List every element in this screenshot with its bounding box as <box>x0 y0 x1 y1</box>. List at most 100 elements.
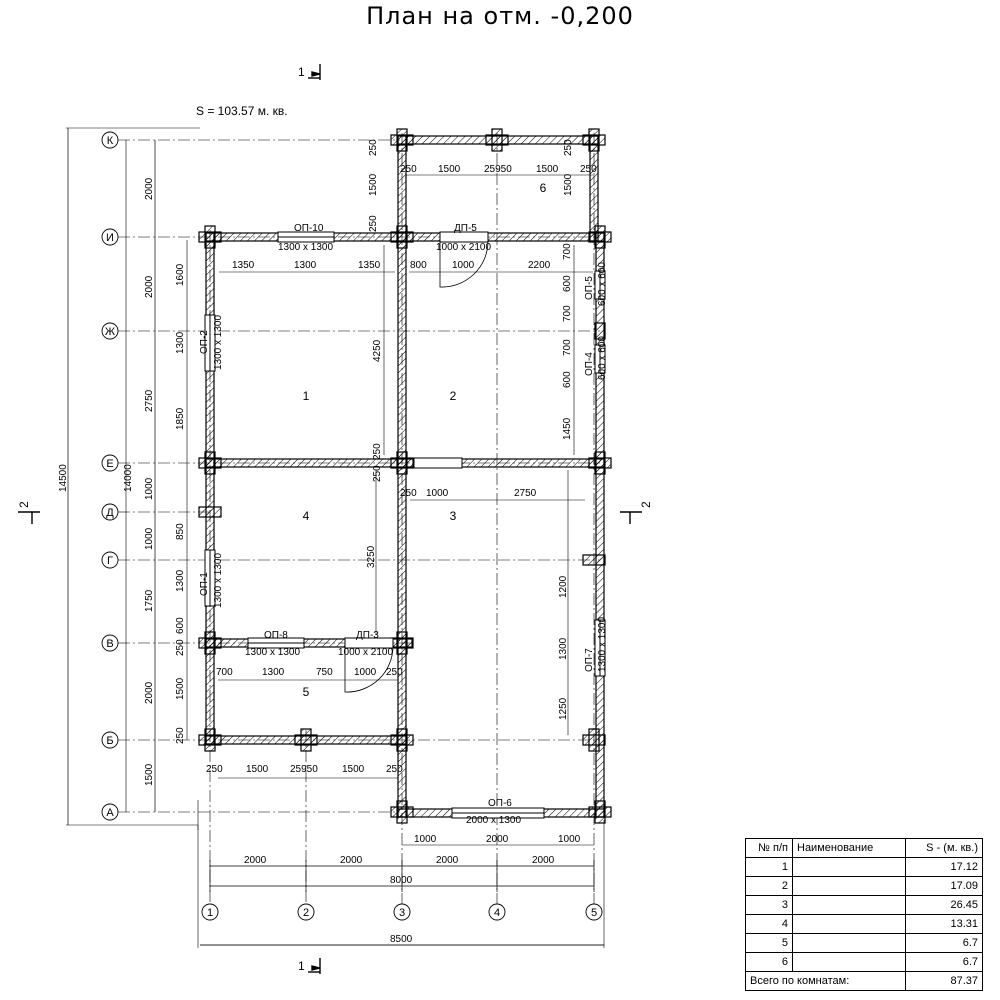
axis-label-i: И <box>106 232 114 244</box>
dim-left-d-g: 1000 <box>144 527 155 550</box>
dim-rm6-250b: 250 <box>580 164 597 175</box>
axis-label-3: 3 <box>399 907 405 919</box>
dim-r2-600a: 600 <box>562 275 573 292</box>
table-cell-name <box>792 857 906 877</box>
dim-left-g-v: 1750 <box>144 589 155 612</box>
table-cell-name <box>792 933 906 953</box>
room-number-1: 1 <box>303 389 310 403</box>
table-cell-num: 5 <box>745 933 793 953</box>
dim-r4-3250: 3250 <box>366 545 377 568</box>
dim-b-1500a: 1500 <box>246 764 269 775</box>
dim-r2-1450: 1450 <box>562 417 573 440</box>
table-cell-num: 2 <box>745 876 793 896</box>
table-row: 2 17.09 <box>745 876 983 896</box>
dim-mid-250b: 250 <box>372 465 383 482</box>
table-total-row: Всего по комнатам: 87.37 <box>745 971 983 991</box>
opening-dp3-size: 1000 x 2100 <box>338 647 393 658</box>
dim-r5-250: 250 <box>386 667 403 678</box>
dim-r2-700c: 700 <box>562 339 573 356</box>
dim-w1500a: 1500 <box>175 677 186 700</box>
dim-top-1500: 1500 <box>368 173 379 196</box>
dim-w1300b: 1300 <box>175 569 186 592</box>
dim-r5-1300: 1300 <box>262 667 285 678</box>
dim-op6-2000: 2000 <box>486 834 509 845</box>
dim-w1850: 1850 <box>175 407 186 430</box>
axis-label-e: Е <box>106 458 113 470</box>
dim-r5-750: 750 <box>316 667 333 678</box>
dim-bot-2000d: 2000 <box>532 855 555 866</box>
dim-r1-4250: 4250 <box>372 339 383 362</box>
dim-bot-8000: 8000 <box>390 875 413 886</box>
opening-op7-label: ОП-7 <box>584 648 595 672</box>
section-marks <box>18 64 642 974</box>
dim-r1-1350b: 1350 <box>358 260 381 271</box>
table-cell-area: 13.31 <box>905 914 983 934</box>
table-row: 5 6.7 <box>745 933 983 953</box>
opening-op7-size: 1300 x 1300 <box>597 617 608 672</box>
dim-bot-2000c: 2000 <box>436 855 459 866</box>
section-2-left-label: 2 <box>17 501 31 508</box>
posts <box>198 128 612 824</box>
opening-op5-size: 600 x 600 <box>597 262 608 306</box>
room-number-4: 4 <box>303 509 310 523</box>
dim-r3-2750: 2750 <box>514 488 537 499</box>
axis-label-b: Б <box>106 735 113 747</box>
opening-dp5-size: 1000 x 2100 <box>436 242 491 253</box>
dim-left-i-zh: 2000 <box>144 275 155 298</box>
section-1-bottom-label: 1 <box>298 959 305 973</box>
opening-op6-label: ОП-6 <box>488 798 512 809</box>
dim-r3-1000: 1000 <box>426 488 449 499</box>
dim-rm6-1500a: 1500 <box>438 164 461 175</box>
opening-op2-size: 1300 x 1300 <box>213 315 224 370</box>
table-header-area: S - (м. кв.) <box>905 838 983 858</box>
dim-rm6-250a: 250 <box>400 164 417 175</box>
drawing-title: План на отм. -0,200 <box>366 2 634 30</box>
dim-r2-800: 800 <box>410 260 427 271</box>
table-row: 3 26.45 <box>745 895 983 915</box>
dim-op6-1000b: 1000 <box>558 834 581 845</box>
table-cell-area: 17.09 <box>905 876 983 896</box>
axis-label-k: К <box>107 135 114 147</box>
table-row: 4 13.31 <box>745 914 983 934</box>
opening-op10-size: 1300 x 1300 <box>278 242 333 253</box>
table-cell-area: 17.12 <box>905 857 983 877</box>
dim-r3-1200: 1200 <box>558 575 569 598</box>
table-total-label: Всего по комнатам: <box>745 971 906 991</box>
openings <box>204 231 606 819</box>
table-cell-name <box>792 876 906 896</box>
dim-mid-250a: 250 <box>372 443 383 460</box>
table-cell-name <box>792 914 906 934</box>
axis-label-5: 5 <box>591 907 597 919</box>
table-cell-area: 6.7 <box>905 933 983 953</box>
dim-r2-1000: 1000 <box>452 260 475 271</box>
dim-w1300a: 1300 <box>175 331 186 354</box>
dim-r6-1500: 1500 <box>563 173 574 196</box>
dim-bot-8500: 8500 <box>390 934 413 945</box>
table-cell-name <box>792 895 906 915</box>
opening-op8-size: 1300 x 1300 <box>245 647 300 658</box>
row-axis-bubbles <box>101 131 119 821</box>
room-number-2: 2 <box>450 389 457 403</box>
dim-bot-2000a: 2000 <box>244 855 267 866</box>
door-swings <box>344 240 489 693</box>
dim-rm6-25950: 25950 <box>484 164 512 175</box>
axis-label-a: А <box>106 807 114 819</box>
dim-w1600: 1600 <box>175 263 186 286</box>
section-2-right-label: 2 <box>639 501 653 508</box>
dim-total-height: 14500 <box>58 464 69 492</box>
dim-r2-2200: 2200 <box>528 260 551 271</box>
room-number-6: 6 <box>540 181 547 195</box>
dim-r3-250: 250 <box>400 488 417 499</box>
dim-w850: 850 <box>175 523 186 540</box>
dim-left-v-b: 2000 <box>144 681 155 704</box>
table-cell-num: 1 <box>745 857 793 877</box>
dim-b-25950: 25950 <box>290 764 318 775</box>
dim-top-250: 250 <box>368 139 379 156</box>
total-area-note: S = 103.57 м. кв. <box>196 104 288 118</box>
opening-op2-label: ОП-2 <box>199 330 210 354</box>
opening-op8-label: ОП-8 <box>264 630 288 641</box>
axis-label-zh: Ж <box>105 326 115 338</box>
dim-bot-2000b: 2000 <box>340 855 363 866</box>
table-cell-area: 6.7 <box>905 952 983 972</box>
